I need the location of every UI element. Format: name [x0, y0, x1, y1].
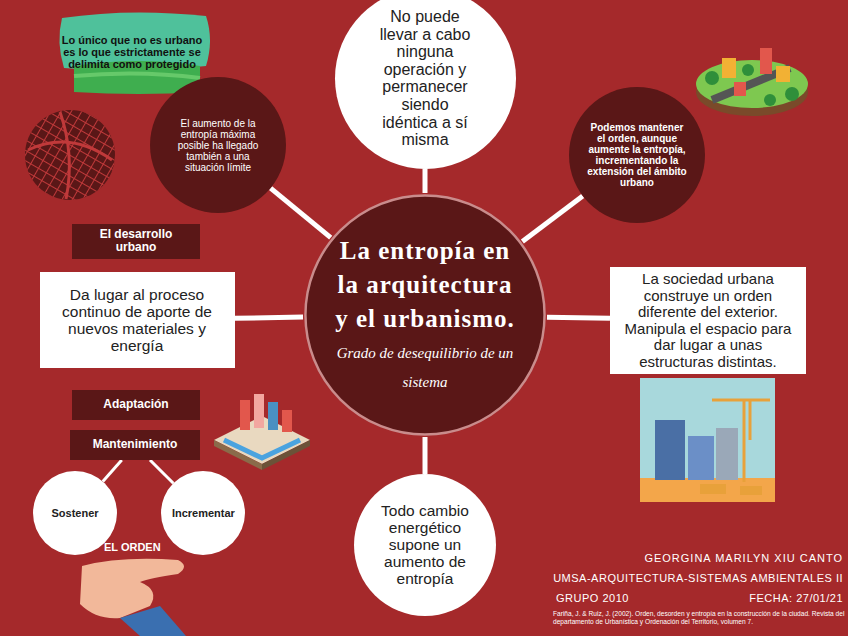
node-content: El desarrollo urbano [78, 228, 194, 254]
node-text: Todo cambio energético supone un aumento… [372, 502, 477, 587]
node-text: Podemos mantener el orden, aunque aument… [587, 122, 688, 188]
city-island-icon [696, 48, 808, 116]
node-content: Da lugar al proceso continuo de aporte d… [50, 286, 225, 354]
node-text: Sostener [44, 507, 106, 519]
connector-line [103, 460, 122, 482]
node-content: La sociedad urbana construye un orden di… [618, 271, 798, 370]
node-text: Da lugar al proceso continuo de aporte d… [50, 286, 225, 354]
group-label: GRUPO 2010 [556, 592, 676, 605]
connector-line [271, 188, 331, 237]
node-content: El aumento de la entropía máxima posible… [168, 118, 269, 173]
node-content: Mantenimiento [76, 438, 194, 451]
node-text: La sociedad urbana construye un orden di… [618, 271, 798, 370]
green-brush-badge [59, 12, 210, 94]
node-content: Incrementar [172, 507, 234, 519]
central-circle: La entropía en la arquitectura y el urba… [303, 193, 547, 437]
node-text: Mantenimiento [76, 438, 194, 451]
tag-box: Adaptación [72, 390, 200, 420]
small-circle: Incrementar [161, 471, 245, 555]
idea-circle: Todo cambio energético supone un aumento… [354, 474, 496, 616]
note-badge: Lo único que no es urbano es lo que estr… [56, 21, 208, 83]
node-content: Podemos mantener el orden, aunque aument… [587, 122, 688, 188]
node-text: Adaptación [78, 398, 194, 411]
node-content: Todo cambio energético supone un aumento… [372, 502, 477, 587]
hand-illustration [80, 559, 186, 636]
main-title: La entropía en la arquitectura y el urba… [335, 234, 516, 335]
order-label: EL ORDEN [104, 541, 194, 554]
node-text: Incrementar [172, 507, 234, 519]
node-content: Adaptación [78, 398, 194, 411]
connector-line [235, 317, 304, 318]
connector-line [423, 169, 428, 194]
node-content: Sostener [44, 507, 106, 519]
connector-line [150, 460, 173, 483]
connector-line [423, 437, 428, 474]
street-map-icon [25, 110, 115, 200]
text-box: La sociedad urbana construye un orden di… [610, 267, 806, 374]
node-text: El desarrollo urbano [78, 228, 194, 254]
node-text: El aumento de la entropía máxima posible… [168, 118, 269, 173]
node-text: Lo único que no es urbano es lo que estr… [59, 34, 205, 70]
author-name: GEORGINA MARILYN XIU CANTO [560, 552, 843, 565]
tag-box: El desarrollo urbano [72, 224, 200, 259]
idea-circle: El aumento de la entropía máxima posible… [150, 77, 286, 213]
connector-line [547, 317, 610, 318]
isometric-city-icon [214, 394, 310, 470]
idea-circle: Podemos mantener el orden, aunque aument… [569, 87, 705, 223]
node-content: No puede llevar a cabo ninguna operación… [372, 8, 477, 149]
course-name: UMSA-ARQUITECTURA-SISTEMAS AMBIENTALES I… [540, 572, 843, 585]
citation: Fariña, J. & Ruiz, J. (2002). Orden, des… [553, 610, 845, 626]
connector-line [522, 196, 582, 242]
subtitle: Grado de desequilibrio de un sistema [335, 339, 516, 396]
idea-circle: No puede llevar a cabo ninguna operación… [335, 0, 516, 169]
date-label: FECHA: 27/01/21 [700, 592, 843, 605]
node-content: Lo único que no es urbano es lo que estr… [59, 34, 205, 70]
node-text: No puede llevar a cabo ninguna operación… [372, 8, 477, 149]
node-content: La entropía en la arquitectura y el urba… [335, 234, 516, 396]
construction-illustration [640, 378, 775, 502]
tag-box: Mantenimiento [70, 430, 200, 460]
text-box: Da lugar al proceso continuo de aporte d… [40, 272, 235, 368]
